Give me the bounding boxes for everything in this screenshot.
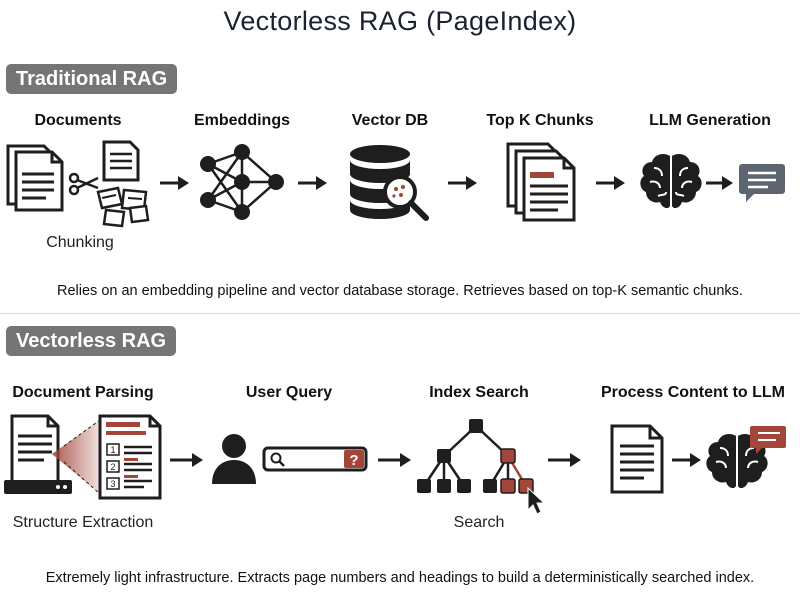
svg-text:?: ? (349, 452, 358, 469)
index-number-3: 3 (110, 479, 115, 489)
arrow-right-icon (298, 176, 327, 190)
chunking-label: Chunking (46, 234, 114, 251)
arrow-right-icon (160, 176, 189, 190)
step-document-parsing-label: Document Parsing (12, 384, 154, 401)
chat-bubble-icon (739, 164, 785, 202)
vectorless-description: Extremely light infrastructure. Extracts… (45, 570, 755, 586)
documents-chunking-icon (6, 140, 150, 228)
step-documents-label: Documents (34, 112, 122, 129)
step-embeddings-label: Embeddings (193, 112, 290, 129)
database-search-icon (350, 145, 429, 221)
step-top-k-label: Top K Chunks (486, 112, 594, 129)
step-user-query-label: User Query (245, 384, 333, 401)
arrow-right-icon (548, 453, 581, 467)
document-icon (610, 424, 664, 494)
search-label: Search (453, 514, 505, 531)
arrow-right-icon (378, 453, 411, 467)
index-number-2: 2 (110, 462, 115, 472)
document-parsing-icon: 1 2 3 (4, 414, 162, 500)
step-llm-generation-label: LLM Generation (649, 112, 771, 129)
index-number-1: 1 (110, 445, 115, 455)
traditional-description: Relies on an embedding pipeline and vect… (57, 283, 743, 299)
arrow-right-icon (596, 176, 625, 190)
arrow-right-icon (706, 176, 733, 190)
stacked-documents-icon (506, 142, 576, 222)
user-icon (212, 434, 256, 484)
brain-icon (640, 154, 702, 209)
step-process-content-label: Process Content to LLM (600, 384, 785, 401)
index-tree-icon (417, 419, 546, 515)
search-bar-icon: ? (262, 446, 368, 472)
page-title: Vectorless RAG (PageIndex) (223, 6, 577, 36)
neural-network-icon (200, 144, 284, 220)
section-divider (0, 313, 800, 314)
structure-extraction-label: Structure Extraction (12, 514, 154, 531)
arrow-right-icon (170, 453, 203, 467)
vectorless-rag-tag: Vectorless RAG (6, 326, 177, 356)
brain-chat-icon (706, 426, 786, 489)
step-index-search-label: Index Search (429, 384, 529, 401)
step-vector-db-label: Vector DB (351, 112, 429, 129)
traditional-rag-tag: Traditional RAG (6, 64, 178, 94)
arrow-right-icon (448, 176, 477, 190)
arrow-right-icon (672, 453, 701, 467)
